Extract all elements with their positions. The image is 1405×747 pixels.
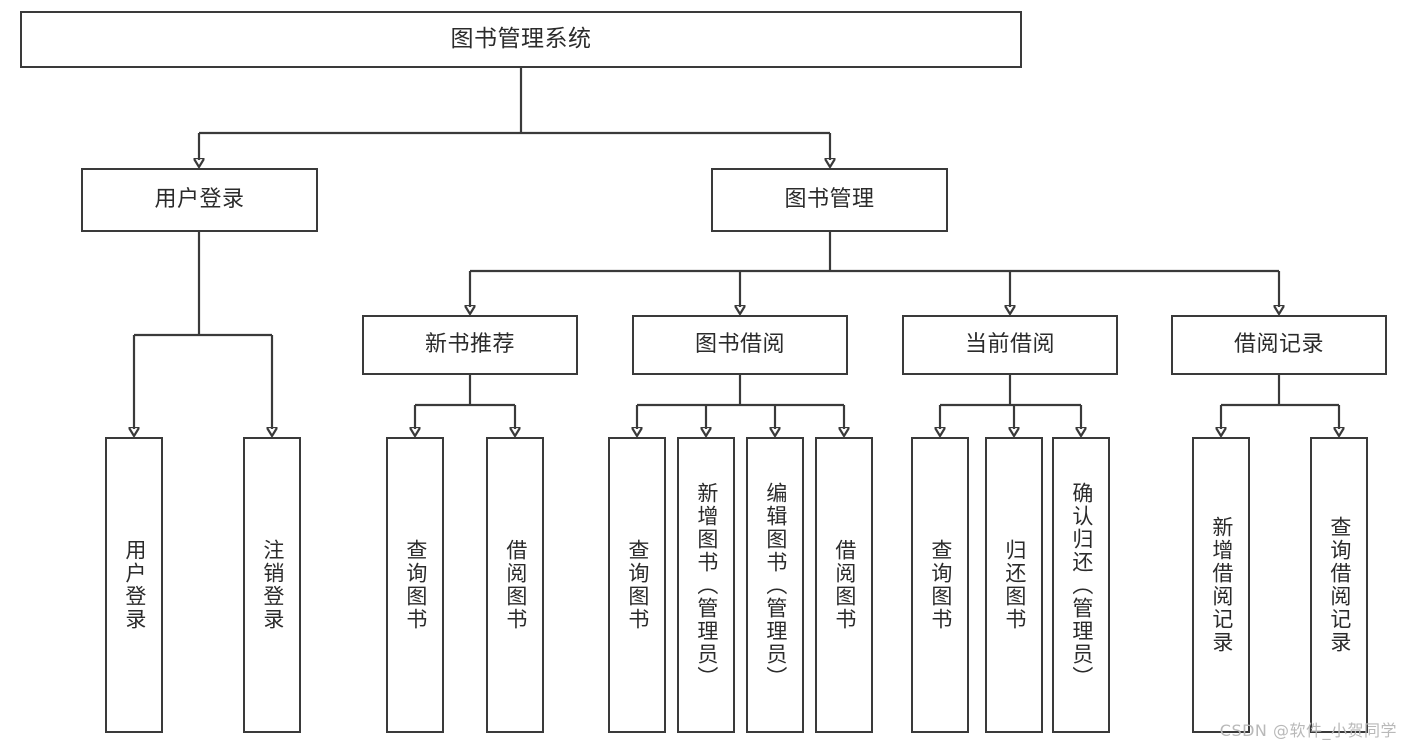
node-root-label: 图书管理系统 <box>450 25 592 52</box>
leaf-query-books-current[interactable]: 查询图书 <box>911 437 969 733</box>
leaf-borrow-book[interactable]: 借阅图书 <box>815 437 873 733</box>
node-borrow-records-label: 借阅记录 <box>1233 331 1324 357</box>
node-new-book-recommend-label: 新书推荐 <box>424 331 515 357</box>
node-book-borrow[interactable]: 图书借阅 <box>632 315 848 375</box>
leaf-logout-label: 注销登录 <box>260 539 285 631</box>
leaf-query-borrow-record[interactable]: 查询借阅记录 <box>1310 437 1368 733</box>
leaf-query-books-new[interactable]: 查询图书 <box>386 437 444 733</box>
csdn-watermark: CSDN @软件_小贺同学 <box>1219 721 1397 740</box>
leaf-query-books-borrow-label: 查询图书 <box>625 539 650 631</box>
leaf-query-books-new-label: 查询图书 <box>403 539 428 631</box>
node-book-borrow-label: 图书借阅 <box>694 331 785 357</box>
leaf-query-books-borrow[interactable]: 查询图书 <box>608 437 666 733</box>
leaf-borrow-book-label: 借阅图书 <box>832 539 857 631</box>
leaf-add-book-admin-label: 新增图书（管理员） <box>694 481 719 689</box>
leaf-confirm-return-admin[interactable]: 确认归还（管理员） <box>1052 437 1110 733</box>
leaf-confirm-return-admin-label: 确认归还（管理员） <box>1069 481 1094 689</box>
leaf-query-borrow-record-label: 查询借阅记录 <box>1327 516 1352 654</box>
leaf-logout[interactable]: 注销登录 <box>243 437 301 733</box>
node-root[interactable]: 图书管理系统 <box>20 11 1022 68</box>
leaf-edit-book-admin[interactable]: 编辑图书（管理员） <box>746 437 804 733</box>
leaf-user-login-label: 用户登录 <box>122 539 147 631</box>
node-current-borrow[interactable]: 当前借阅 <box>902 315 1118 375</box>
node-borrow-records[interactable]: 借阅记录 <box>1171 315 1387 375</box>
node-book-management-label: 图书管理 <box>784 186 875 212</box>
leaf-borrow-books-new-label: 借阅图书 <box>503 539 528 631</box>
leaf-add-book-admin[interactable]: 新增图书（管理员） <box>677 437 735 733</box>
leaf-add-borrow-record-label: 新增借阅记录 <box>1209 516 1234 654</box>
node-new-book-recommend[interactable]: 新书推荐 <box>362 315 578 375</box>
node-user-login-label: 用户登录 <box>154 186 245 212</box>
leaf-return-book-label: 归还图书 <box>1002 539 1027 631</box>
leaf-edit-book-admin-label: 编辑图书（管理员） <box>763 481 788 689</box>
node-current-borrow-label: 当前借阅 <box>964 331 1055 357</box>
node-book-management[interactable]: 图书管理 <box>711 168 948 232</box>
leaf-add-borrow-record[interactable]: 新增借阅记录 <box>1192 437 1250 733</box>
leaf-return-book[interactable]: 归还图书 <box>985 437 1043 733</box>
leaf-query-books-current-label: 查询图书 <box>928 539 953 631</box>
leaf-user-login[interactable]: 用户登录 <box>105 437 163 733</box>
leaf-borrow-books-new[interactable]: 借阅图书 <box>486 437 544 733</box>
node-user-login[interactable]: 用户登录 <box>81 168 318 232</box>
